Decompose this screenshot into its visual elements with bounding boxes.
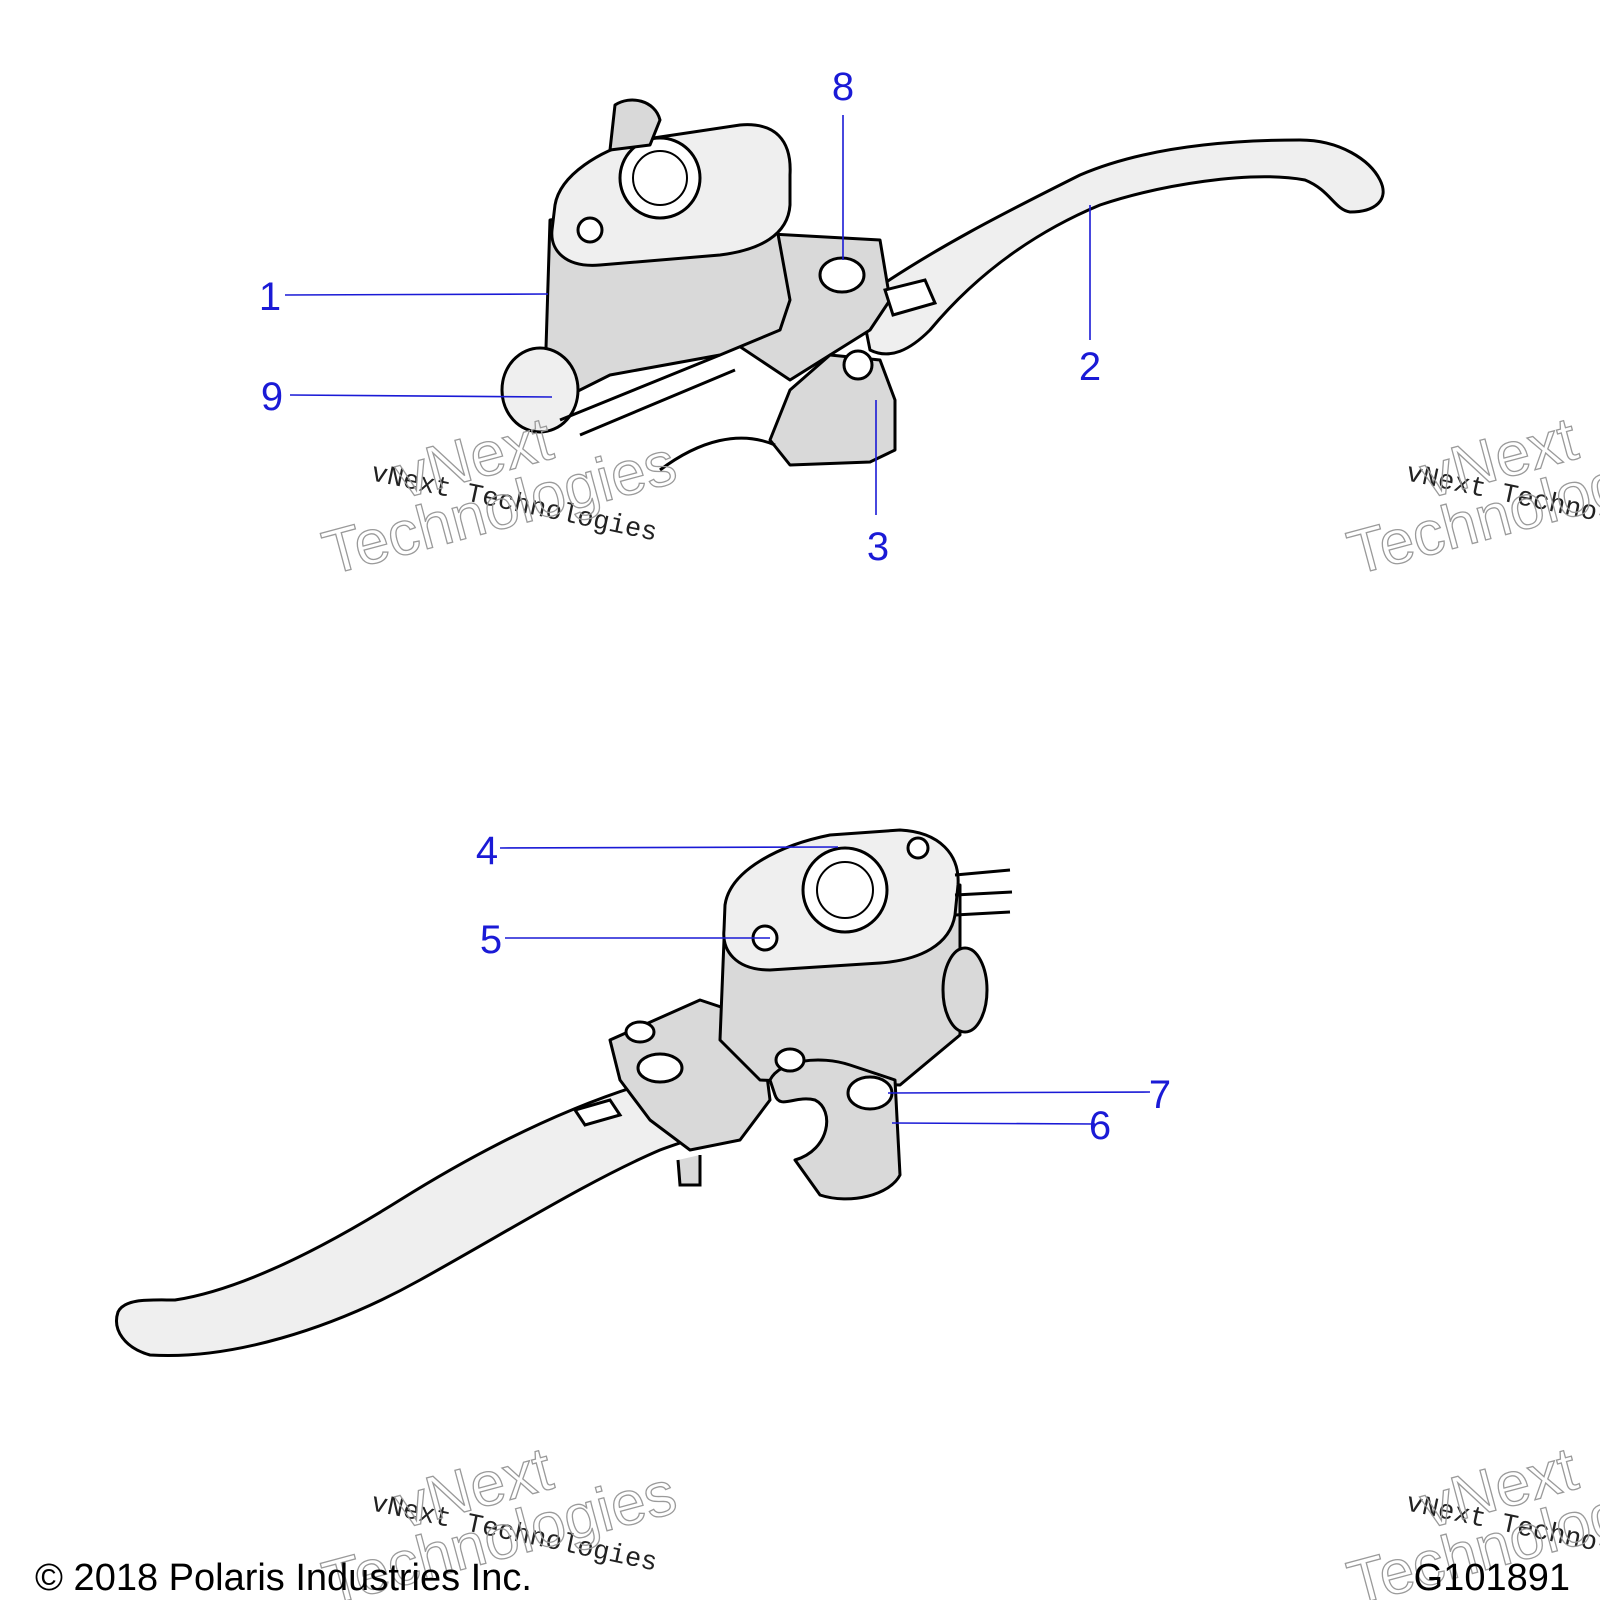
top-clamp-bolt <box>842 349 874 381</box>
callout-7: 7 <box>1149 1073 1171 1117</box>
bottom-side-port <box>941 946 989 1034</box>
top-pivot-bolt <box>818 256 866 294</box>
callout-5: 5 <box>480 918 502 962</box>
callout-8: 8 <box>832 65 854 109</box>
callout-4: 4 <box>476 829 498 873</box>
bottom-clamp-bolt-rear <box>774 1047 806 1073</box>
leader-7 <box>887 1091 1151 1094</box>
top-cap-screw <box>576 216 604 244</box>
bottom-lever <box>115 1083 742 1358</box>
bottom-pivot-bolt <box>636 1052 684 1084</box>
bottom-ear-bolt <box>624 1020 656 1044</box>
callout-3: 3 <box>867 525 889 569</box>
top-ear <box>608 98 662 152</box>
top-assembly <box>500 98 1385 472</box>
copyright-text: © 2018 Polaris Industries Inc. <box>35 1557 532 1599</box>
callout-labels: 1 2 3 4 5 6 7 8 9 <box>259 65 1171 1148</box>
leader-4 <box>499 846 839 849</box>
leader-1 <box>284 293 549 296</box>
figure-code: G101891 <box>1414 1557 1570 1599</box>
callout-1: 1 <box>259 275 281 319</box>
leader-6 <box>891 1122 1096 1125</box>
bottom-clamp-bolt <box>846 1075 894 1111</box>
leader-9 <box>289 394 553 398</box>
bottom-assembly <box>115 828 1013 1358</box>
top-end-plug <box>500 346 580 434</box>
callout-6: 6 <box>1089 1104 1111 1148</box>
top-label-plate <box>883 278 938 317</box>
leader-lines <box>284 115 1151 1125</box>
callout-2: 2 <box>1079 345 1101 389</box>
bottom-label-plate <box>572 1098 623 1127</box>
top-lever <box>858 138 1385 356</box>
bottom-cap-rear-screw <box>906 836 930 860</box>
callout-9: 9 <box>261 375 283 419</box>
